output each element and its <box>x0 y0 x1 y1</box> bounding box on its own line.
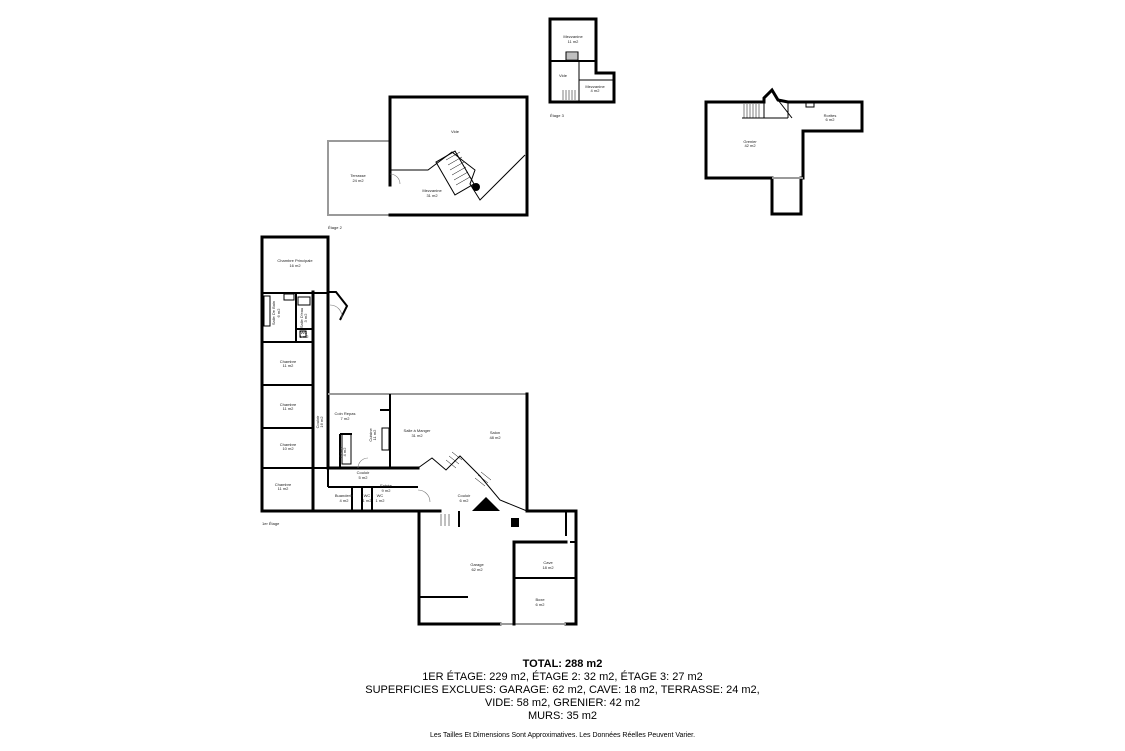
room-area: 11 m2 <box>372 429 377 441</box>
room-area: 4 m2 <box>591 88 601 93</box>
room-label: Chambre <box>280 402 297 407</box>
room-area: 31 m2 <box>411 433 423 438</box>
disclaimer: Les Tailles Et Dimensions Sont Approxima… <box>429 732 696 739</box>
floor-areas: 1ER ÉTAGE: 229 m2, ÉTAGE 2: 32 m2, ÉTAGE… <box>422 671 703 683</box>
room-label: WC <box>364 493 371 498</box>
floor-etage1: Chambre Principale 16 m2 Salle De Bain 6… <box>260 235 529 527</box>
room-label: Mezzanine <box>585 84 605 89</box>
area-summary: TOTAL: 288 m2 1ER ÉTAGE: 229 m2, ÉTAGE 2… <box>0 658 1125 739</box>
room-area: 3 m2 <box>303 313 308 323</box>
floor-garage: Garage 62 m2 Cave 18 m2 Boxe 6 m2 <box>417 509 578 626</box>
room-label: Vide <box>559 73 568 78</box>
room-area: 6 m2 <box>826 117 836 122</box>
floor-label: 1er Étage <box>262 521 280 526</box>
floor-etage2: Vide Terrasse 24 m2 Mezzanine 31 m2 Étag… <box>327 95 529 230</box>
room-area: 6 m2 <box>536 602 546 607</box>
room-label: Salle De Bain <box>271 301 276 325</box>
room-label: Mezzanine <box>563 34 583 39</box>
room-label: Chambre <box>280 442 297 447</box>
room-label: Salon <box>490 430 500 435</box>
room-label: WC <box>301 330 308 335</box>
room-area: 16 m2 <box>289 263 301 268</box>
room-label: Salle D'eau <box>299 308 304 328</box>
room-area: 62 m2 <box>471 567 483 572</box>
room-area: 4 m2 <box>340 498 350 503</box>
room-label: Cellier <box>338 446 343 458</box>
room-label: WC <box>377 493 384 498</box>
room-area: 1 m2 <box>363 498 373 503</box>
room-label: Vide <box>451 129 460 134</box>
excluded-areas-cont: VIDE: 58 m2, GRENIER: 42 m2 <box>484 697 641 709</box>
room-area: 18 m2 <box>542 565 554 570</box>
total-area: TOTAL: 288 m2 <box>522 658 603 670</box>
room-label: Couloir <box>315 415 320 428</box>
room-label: Chambre <box>275 482 292 487</box>
room-area: 1 m2 <box>376 498 386 503</box>
room-area: 24 m2 <box>352 178 364 183</box>
room-label: Boxe <box>535 597 545 602</box>
excluded-areas: SUPERFICIES EXCLUES: GARAGE: 62 m2, CAVE… <box>365 684 760 696</box>
room-label: Garage <box>470 562 484 567</box>
room-label: Couloir <box>357 470 370 475</box>
room-area: 42 m2 <box>744 143 756 148</box>
floor-etage3: Mezzanine 11 m2 Vide Mezzanine 4 m2 Étag… <box>548 17 616 118</box>
room-label: Mezzanine <box>422 188 442 193</box>
room-area: 10 m2 <box>282 446 294 451</box>
floor-label: Étage 3 <box>550 113 565 118</box>
room-area: 11 m2 <box>278 486 290 491</box>
room-area: 7 m2 <box>341 416 351 421</box>
room-label: Chambre <box>280 359 297 364</box>
room-area: 11 m2 <box>283 406 295 411</box>
room-label: Rorites <box>824 113 837 118</box>
floor-label: Étage 2 <box>328 225 343 230</box>
room-label: Couloir <box>458 493 471 498</box>
room-area: 4 m2 <box>342 447 347 457</box>
room-label: Cuisine <box>368 428 373 442</box>
room-label: Chambre Principale <box>277 258 313 263</box>
walls-area: MURS: 35 m2 <box>527 710 598 722</box>
room-area: 5 m2 <box>359 475 369 480</box>
room-label: Terrasse <box>350 173 366 178</box>
room-area: 11 m2 <box>283 363 295 368</box>
room-label: Entrée <box>380 483 393 488</box>
floor-attic: Grenier 42 m2 Rorites 6 m2 <box>704 87 864 216</box>
room-area: 6 m2 <box>460 498 470 503</box>
room-area: 31 m2 <box>426 193 438 198</box>
room-label: Cave <box>543 560 553 565</box>
room-area: 6 m2 <box>276 308 281 318</box>
room-area: 48 m2 <box>489 435 501 440</box>
room-label: Grenier <box>743 139 757 144</box>
room-area: 16 m2 <box>319 416 324 428</box>
room-label: Salle à Manger <box>404 428 432 433</box>
room-area: 9 m2 <box>382 488 392 493</box>
room-area: 11 m2 <box>568 39 580 44</box>
room-area: 1 m2 <box>300 334 310 339</box>
room-label: Buanderie <box>335 493 354 498</box>
room-label: Coin Repas <box>335 411 356 416</box>
